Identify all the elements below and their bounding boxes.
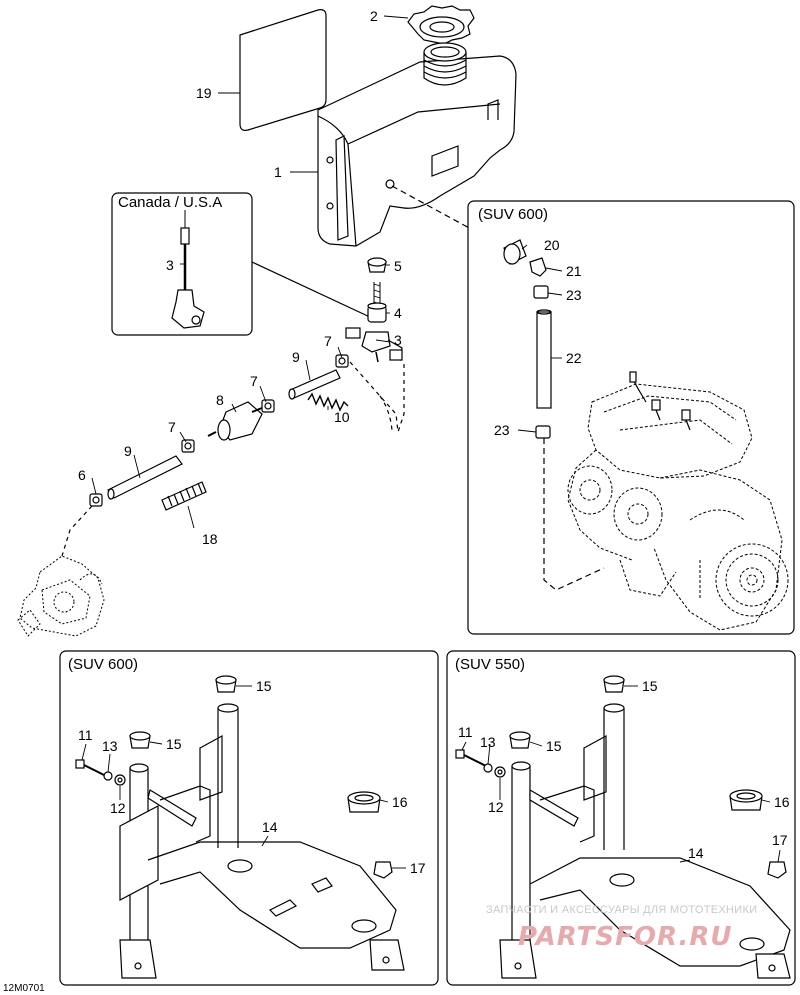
left-callout-17: 17 [410, 860, 426, 876]
right-callout-12: 12 [488, 799, 504, 815]
leader-inset [251, 261, 373, 319]
right-callout-13: 13 [480, 734, 496, 750]
left-callout-15-b: 15 [166, 736, 182, 752]
callout-22: 22 [566, 350, 582, 366]
left-callout-13: 13 [102, 738, 118, 754]
callout-10: 10 [334, 409, 350, 425]
leader-lines [81, 15, 781, 869]
callout-4: 4 [394, 305, 402, 321]
callout-2: 2 [370, 8, 378, 24]
dash-valve-1 [349, 361, 399, 433]
callout-18: 18 [202, 531, 218, 547]
callout-9-a: 9 [292, 349, 300, 365]
left-callout-11: 11 [78, 727, 93, 743]
callout-7-c: 7 [168, 419, 176, 435]
callout-9-b: 9 [124, 443, 132, 459]
hose-assembly-upper [89, 354, 349, 511]
left-callout-15-a: 15 [256, 678, 272, 694]
callout-labels: 2 19 1 3 5 4 3 7 9 10 7 8 7 9 6 18 20 21… [3, 8, 790, 994]
callout-7-a: 7 [324, 333, 332, 349]
label-canada-usa: Canada / U.S.A [118, 194, 222, 211]
right-callout-11: 11 [458, 724, 473, 740]
dash-valve-2 [397, 364, 405, 433]
label-engine-suv600: (SUV 600) [478, 206, 548, 223]
left-callout-16: 16 [392, 794, 408, 810]
stand-inset-suv600 [59, 650, 439, 986]
callout-23-a: 23 [566, 287, 582, 303]
callout-1: 1 [274, 164, 282, 180]
valve-stack [345, 257, 403, 363]
leader-tank-to-grommet [391, 185, 507, 249]
engine-inset-suv600 [467, 200, 795, 635]
dash-to-carb [61, 505, 93, 557]
stand-inset-suv550 [446, 650, 796, 986]
callout-3-inset: 3 [166, 257, 174, 273]
label-stand-suv550: (SUV 550) [455, 656, 525, 673]
right-callout-17: 17 [772, 832, 788, 848]
callout-5: 5 [394, 258, 402, 274]
diagram-code: 12M0701 [3, 983, 45, 994]
callout-7-b: 7 [250, 373, 258, 389]
right-callout-15-b: 15 [546, 738, 562, 754]
callout-8: 8 [216, 392, 224, 408]
right-callout-16: 16 [774, 794, 790, 810]
decal-19 [239, 9, 327, 131]
oil-tank-1 [317, 42, 517, 247]
watermark-logo: PARTSFOR.RU [518, 922, 732, 952]
callout-21: 21 [566, 263, 582, 279]
watermark-tagline: ЗАПЧАСТИ И АКСЕССУАРЫ ДЛЯ МОТОТЕХНИКИ [486, 904, 757, 916]
filler-cap-2 [407, 5, 475, 45]
callout-20: 20 [544, 237, 560, 253]
label-stand-suv600: (SUV 600) [68, 656, 138, 673]
callout-23-b: 23 [494, 422, 510, 438]
right-callout-14: 14 [688, 845, 704, 861]
callout-6: 6 [78, 467, 86, 483]
right-callout-15-a: 15 [642, 678, 658, 694]
callout-19: 19 [196, 85, 212, 101]
carburetor-sketch [17, 555, 105, 637]
left-callout-12: 12 [110, 800, 126, 816]
left-callout-14: 14 [262, 819, 278, 835]
callout-3: 3 [394, 332, 402, 348]
